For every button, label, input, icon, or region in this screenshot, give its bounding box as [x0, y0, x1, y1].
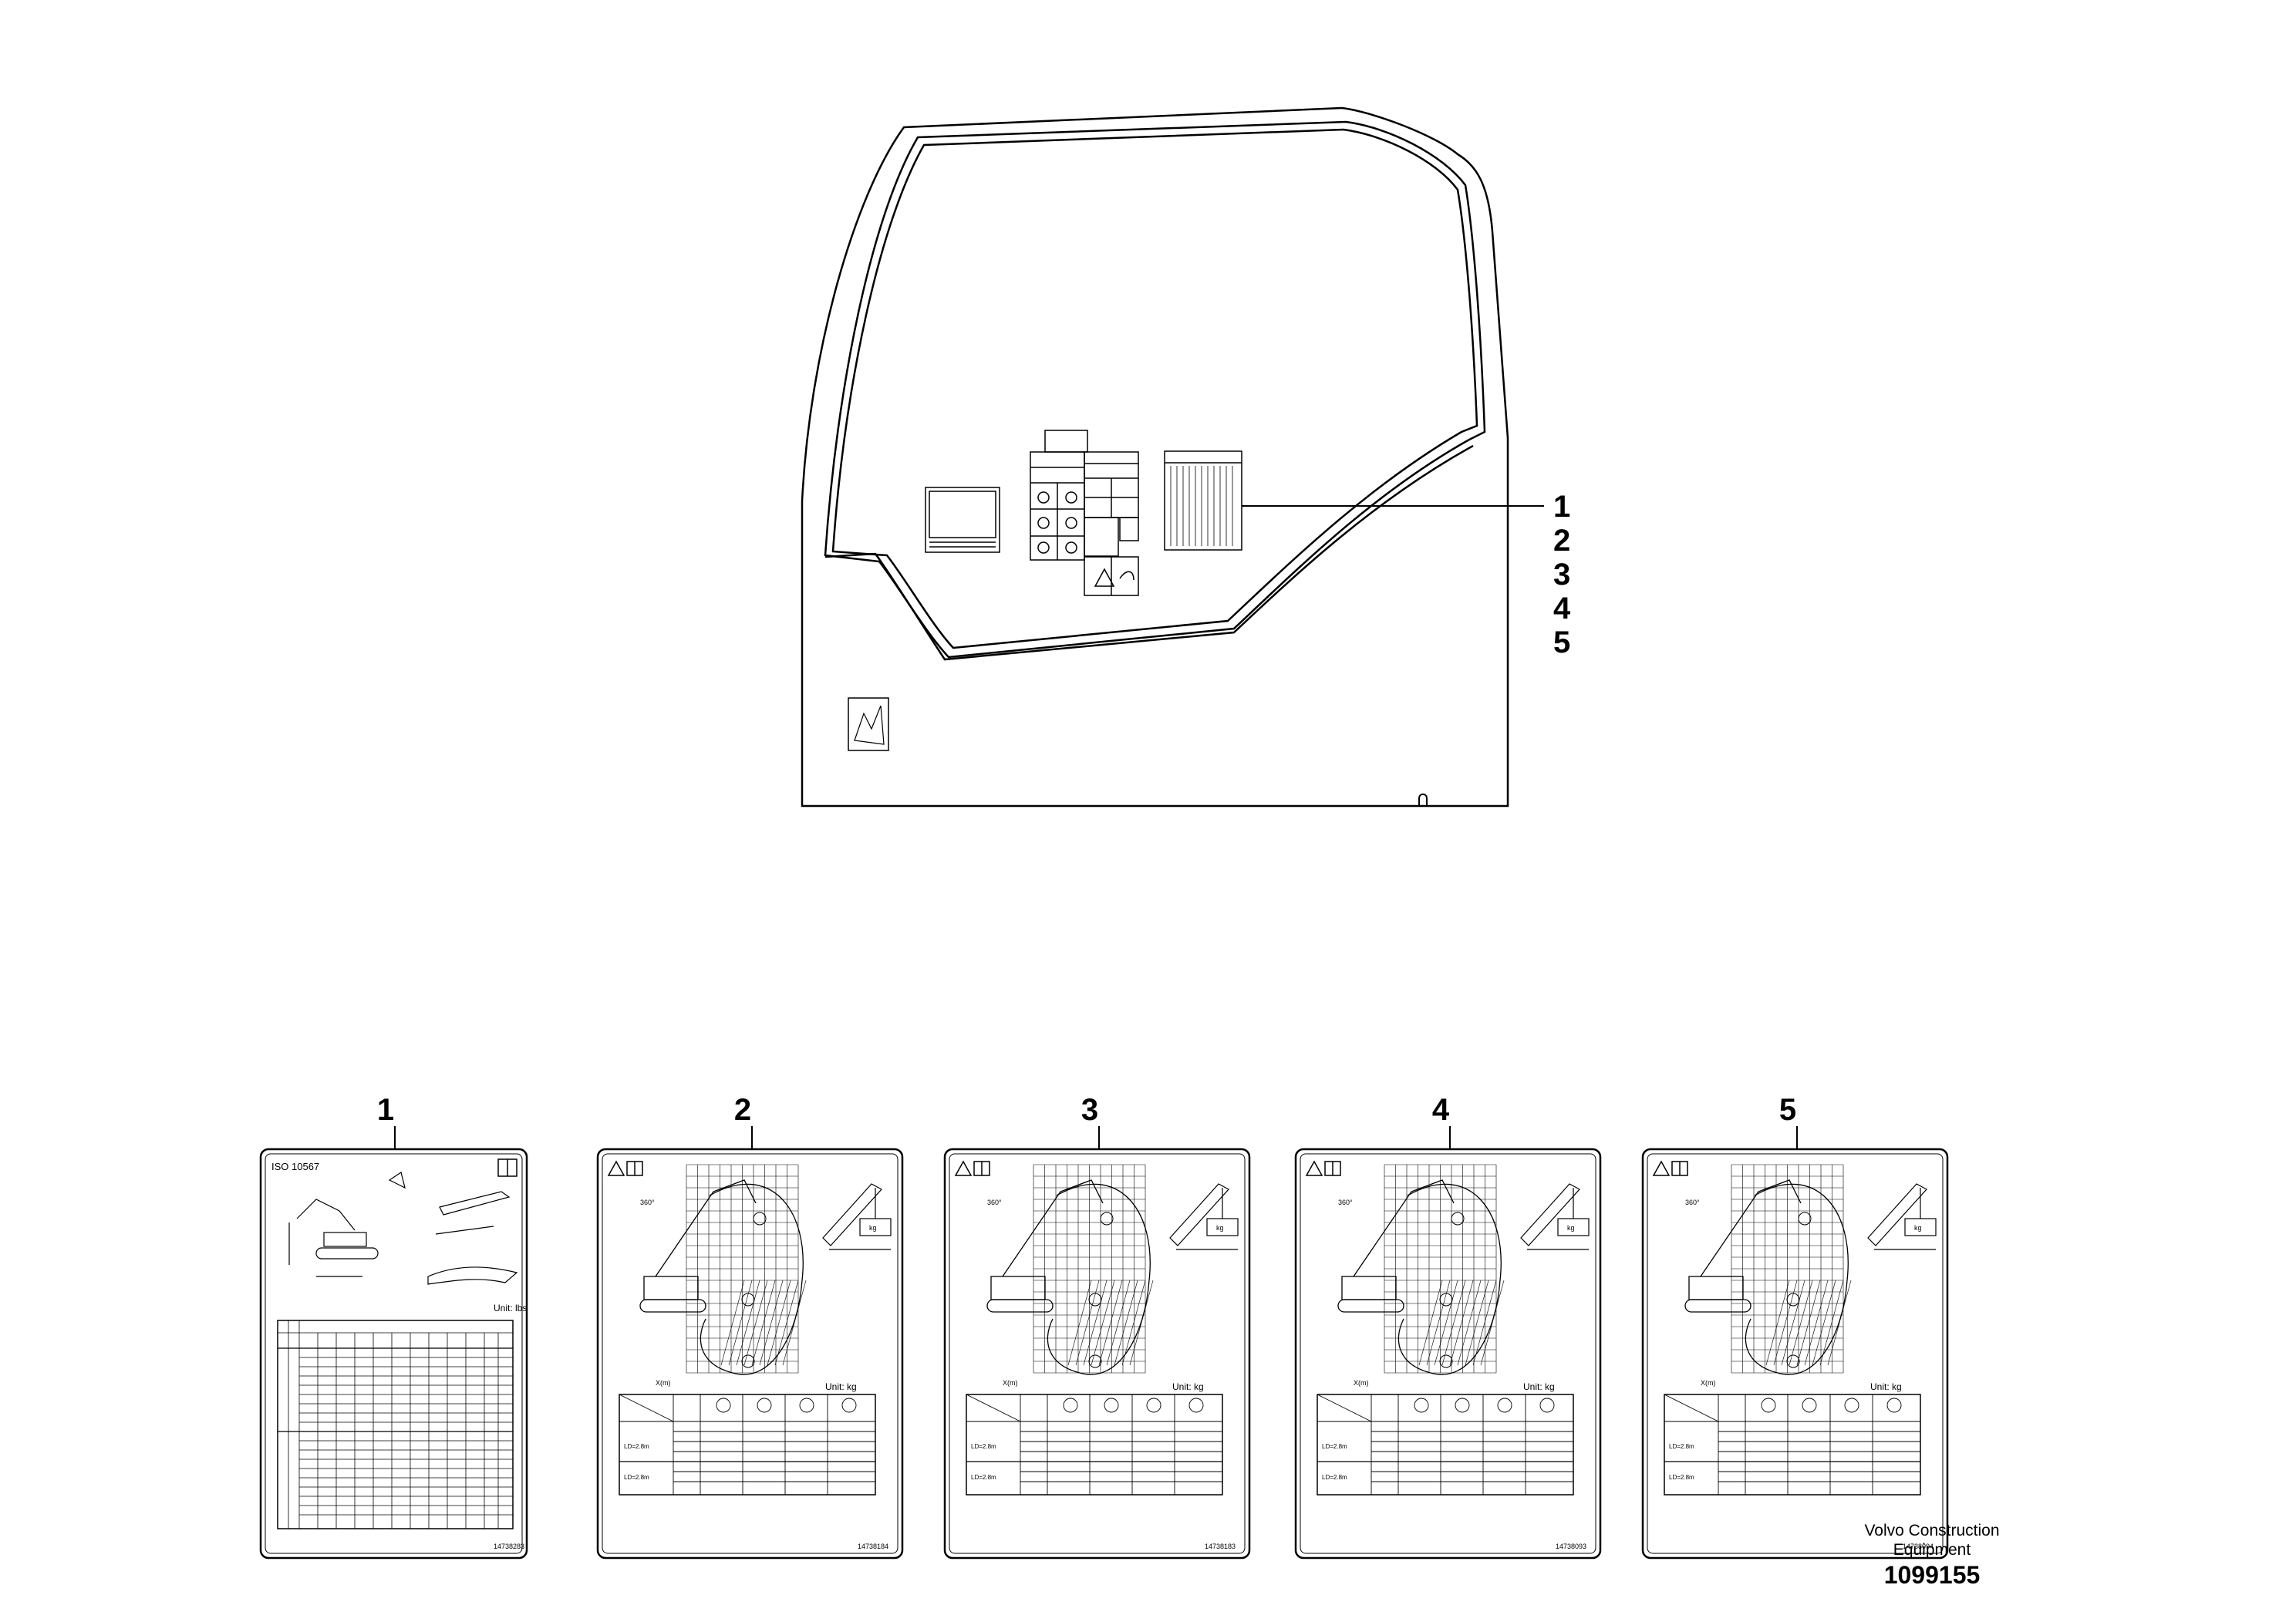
warning-icon	[1305, 1160, 1323, 1176]
table-row-label: LD=2.8m	[624, 1474, 649, 1481]
decal-unit: Unit: kg	[1172, 1381, 1204, 1392]
table-row-label: LD=2.8m	[624, 1443, 649, 1450]
arm-dimension-icons	[388, 1172, 518, 1285]
door-decal-load-chart	[1164, 450, 1242, 551]
door-callout-4: 4	[1553, 592, 1571, 626]
lift-range-grid	[1033, 1164, 1146, 1374]
brand-label: Volvo Construction Equipment	[1828, 1521, 2036, 1560]
lift-range-grid	[1731, 1164, 1844, 1374]
axis-x-label: X(m)	[1354, 1379, 1369, 1387]
decal-part-number: 14738183	[1205, 1543, 1236, 1550]
excavator-icon	[986, 1179, 1104, 1313]
rotation-angle-label: 360°	[987, 1199, 1002, 1206]
decal-5-number: 5	[1779, 1093, 1796, 1127]
warning-icon	[607, 1160, 625, 1176]
lift-capacity-table	[1317, 1394, 1574, 1496]
decal-1-lift-table	[277, 1320, 514, 1529]
decal-4-number: 4	[1432, 1093, 1450, 1127]
decal-unit: Unit: kg	[1870, 1381, 1902, 1392]
decal-1-part-number: 14738283	[494, 1543, 524, 1550]
brand-line-1: Volvo Construction	[1864, 1522, 2000, 1539]
table-row-label: LD=2.8m	[971, 1474, 996, 1481]
cab-door	[801, 106, 1509, 808]
load-label: kg	[1914, 1224, 1922, 1232]
arm-load-icon	[822, 1183, 892, 1250]
hatched-zone	[1418, 1280, 1505, 1366]
lift-range-grid	[1384, 1164, 1497, 1374]
load-label: kg	[1567, 1224, 1575, 1232]
decal-1-number: 1	[377, 1093, 394, 1127]
table-row-label: LD=2.8m	[1669, 1443, 1694, 1450]
hatched-zone	[1067, 1280, 1154, 1366]
axis-x-label: X(m)	[1003, 1379, 1018, 1387]
lift-capacity-table	[966, 1394, 1223, 1496]
door-callout-5: 5	[1553, 626, 1570, 659]
decal-unit: Unit: kg	[825, 1381, 857, 1392]
decal-unit: Unit: kg	[1523, 1381, 1555, 1392]
rotation-angle-label: 360°	[640, 1199, 655, 1206]
reach-envelope	[1745, 1183, 1849, 1375]
rotation-angle-label: 360°	[1685, 1199, 1700, 1206]
load-label: kg	[1216, 1224, 1224, 1232]
warning-icon	[954, 1160, 973, 1176]
document-number: 1099155	[1883, 1561, 1981, 1589]
arm-load-icon	[1520, 1183, 1590, 1250]
brand-line-2: Equipment	[1893, 1541, 1971, 1559]
hatched-zone	[720, 1280, 807, 1366]
table-row-label: LD=2.8m	[971, 1443, 996, 1450]
reach-envelope	[700, 1183, 804, 1375]
door-decal-cluster	[848, 430, 1242, 751]
rotation-angle-label: 360°	[1338, 1199, 1353, 1206]
lift-capacity-table	[619, 1394, 876, 1496]
decal-part-number: 14738093	[1556, 1543, 1586, 1550]
excavator-icon	[1337, 1179, 1455, 1313]
door-callouts: 1 2 3 4 5	[1553, 490, 1571, 659]
decal-2-number: 2	[734, 1093, 751, 1127]
lift-range-grid	[686, 1164, 799, 1374]
decal-part-number: 14738184	[858, 1543, 888, 1550]
door-callout-1: 1	[1553, 490, 1570, 524]
arm-load-icon	[1867, 1183, 1937, 1250]
load-label: kg	[869, 1224, 877, 1232]
door-callout-3: 3	[1553, 558, 1570, 592]
reach-envelope	[1047, 1183, 1151, 1375]
reach-envelope	[1397, 1183, 1502, 1375]
axis-x-label: X(m)	[1701, 1379, 1716, 1387]
table-row-label: LD=2.8m	[1669, 1474, 1694, 1481]
door-callout-2: 2	[1553, 524, 1570, 558]
excavator-icon	[1684, 1179, 1802, 1313]
axis-x-label: X(m)	[656, 1379, 671, 1387]
table-row-label: LD=2.8m	[1322, 1443, 1347, 1450]
decal-1-header: ISO 10567	[271, 1161, 319, 1172]
decal-1: 1 ISO 10567 Unit: lbs	[259, 1093, 528, 1560]
hatched-zone	[1765, 1280, 1852, 1366]
excavator-icon	[639, 1179, 757, 1313]
arm-load-icon	[1169, 1183, 1239, 1250]
decal-3-number: 3	[1081, 1093, 1098, 1127]
lift-capacity-table	[1664, 1394, 1921, 1496]
excavator-side-icon	[288, 1199, 379, 1277]
decal-1-unit: Unit: lbs	[494, 1303, 527, 1313]
decal-part-number: 14738094	[1903, 1543, 1934, 1550]
warning-icon	[1652, 1160, 1671, 1176]
table-row-label: LD=2.8m	[1322, 1474, 1347, 1481]
door-decal-small-left	[925, 487, 1000, 553]
door-decal-hazard	[848, 697, 889, 751]
door-decal-tab	[1044, 430, 1088, 453]
